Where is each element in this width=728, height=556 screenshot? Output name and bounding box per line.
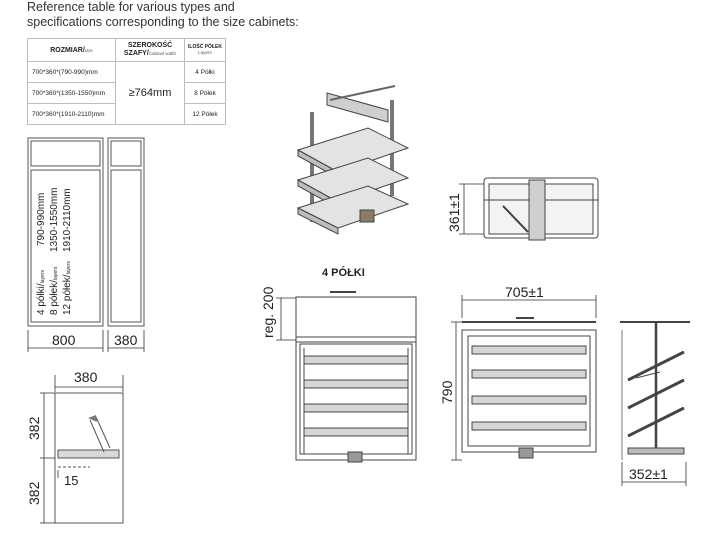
main-front-view (461, 317, 597, 459)
side-dim-352: 352±1 (629, 466, 668, 482)
table-row: 700*360*(1350-1550)mm 8 Półek (27, 82, 226, 104)
row-size: 700*360*(1910-2110)mm (27, 103, 116, 125)
plan-view (54, 392, 124, 524)
dimension-800 (27, 330, 104, 352)
dim-800-label: 800 (52, 332, 76, 348)
front-dim-reg: reg. 200 (260, 286, 276, 338)
intro-line-2: specifications corresponding to the size… (27, 15, 299, 29)
dimension-361 (459, 183, 484, 235)
layer-label-2: 8 półek/layers (49, 266, 60, 315)
main-dim-790: 790 (439, 380, 455, 404)
layer-labels: 4 półki/layers 8 półek/layers 12 półek/l… (36, 261, 73, 315)
table-row: 700*360*(1910-2110)mm 12 Półek (27, 103, 226, 125)
dimension-352 (621, 462, 687, 486)
dimension-705 (461, 295, 597, 318)
main-dim-705: 705±1 (505, 284, 544, 300)
layer-label-3: 12 półek/layers (62, 261, 73, 315)
width-value: ≥764mm (115, 61, 185, 125)
top-dim-361: 361±1 (446, 193, 462, 232)
plan-dim-upper: 382 (26, 416, 42, 440)
dimension-380-side (107, 330, 145, 352)
row-shelves: 12 Półek (184, 103, 226, 125)
isometric-view (296, 85, 410, 235)
intro-line-1: Reference table for various types and (27, 0, 235, 14)
height-label-1: 790-990mm (36, 193, 47, 246)
dimension-plan-380 (54, 375, 124, 392)
front-view-title: 4 PÓŁKI (322, 266, 365, 279)
dimension-plan-vertical (40, 392, 55, 524)
cabinet-side-elevation (107, 137, 145, 327)
height-label-2: 1350-1550mm (49, 188, 60, 252)
height-label-3: 1910-2110mm (62, 188, 73, 252)
plan-dim-gap: 15 (64, 473, 78, 488)
front-view-cabinet (295, 291, 417, 463)
top-view (483, 177, 599, 241)
dimension-790 (451, 321, 462, 461)
cabinet-front-elevation (27, 137, 104, 327)
intro-text: Reference table for various types and sp… (27, 0, 299, 30)
layer-label-1: 4 półki/layers (36, 269, 47, 315)
height-labels: 790-990mm 1350-1550mm 1910-2110mm (36, 188, 73, 252)
table-row: 700*360*(790-990)mm ≥764mm 4 Półki (27, 61, 226, 125)
plan-dim-top: 380 (74, 369, 98, 385)
dimension-reg-200 (276, 297, 296, 341)
side-view (620, 321, 690, 460)
dim-380-label: 380 (114, 332, 138, 348)
plan-dim-lower: 382 (26, 481, 42, 505)
